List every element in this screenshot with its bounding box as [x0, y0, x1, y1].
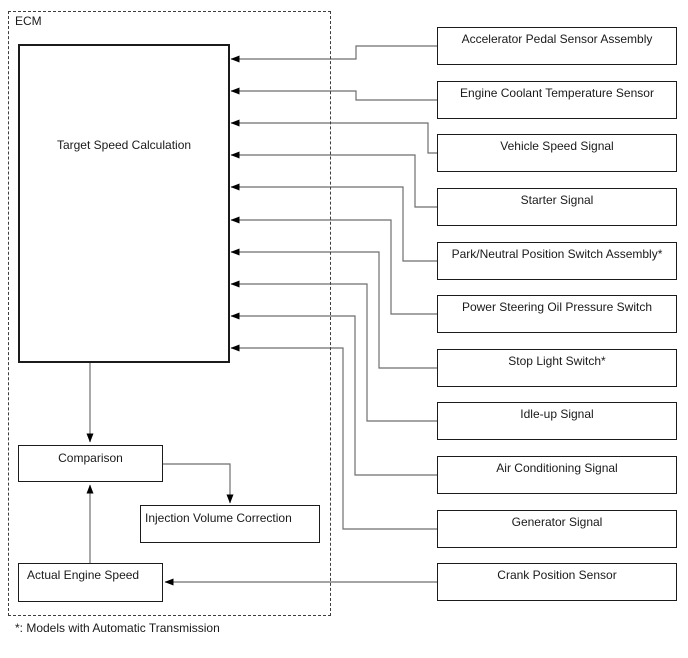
input-box-vehicle-speed-signal: Vehicle Speed Signal [437, 134, 677, 172]
injection-volume-correction-box: Injection Volume Correction [140, 505, 320, 543]
input-box-air-conditioning-signal: Air Conditioning Signal [437, 456, 677, 494]
wire-power-steering-to-target [230, 216, 437, 315]
footnote-automatic-transmission: *: Models with Automatic Transmission [15, 621, 220, 635]
wire-vehicle-speed-to-target [230, 119, 437, 154]
ecm-boundary-box: ECM [8, 11, 331, 616]
input-box-engine-coolant-temperature-sensor: Engine Coolant Temperature Sensor [437, 81, 677, 119]
input-label: Vehicle Speed Signal [500, 139, 614, 153]
actual-engine-speed-box: Actual Engine Speed [18, 563, 163, 602]
wire-coolant-sensor-to-target [230, 87, 437, 101]
input-box-stop-light-switch: Stop Light Switch* [437, 349, 677, 387]
input-label: Starter Signal [520, 193, 594, 207]
wire-stop-light-to-target [230, 248, 437, 369]
input-label: Crank Position Sensor [497, 568, 617, 582]
wire-starter-signal-to-target [230, 151, 437, 208]
input-label: Power Steering Oil Pressure Switch [461, 300, 653, 314]
comparison-box: Comparison [18, 445, 163, 482]
target-speed-calculation-box: Target Speed Calculation [18, 44, 230, 363]
input-box-crank-position-sensor: Crank Position Sensor [437, 563, 677, 601]
wire-accelerator-pedal-to-target [230, 45, 437, 63]
target-speed-calculation-label: Target Speed Calculation [56, 138, 192, 152]
input-box-starter-signal: Starter Signal [437, 188, 677, 226]
actual-engine-speed-label: Actual Engine Speed [27, 568, 140, 582]
wire-air-conditioning-to-target [230, 312, 437, 476]
input-box-power-steering-oil-pressure-switch: Power Steering Oil Pressure Switch [437, 295, 677, 333]
wire-generator-to-target [230, 344, 437, 530]
input-label: Accelerator Pedal Sensor Assembly [461, 32, 653, 46]
wire-park-neutral-to-target [230, 183, 437, 262]
wire-comparison-to-injection [163, 463, 234, 504]
input-box-idle-up-signal: Idle-up Signal [437, 402, 677, 440]
input-label: Engine Coolant Temperature Sensor [460, 86, 654, 100]
input-label: Generator Signal [511, 515, 603, 529]
input-label: Idle-up Signal [520, 407, 594, 421]
injection-volume-correction-label: Injection Volume Correction [145, 511, 292, 525]
input-label: Air Conditioning Signal [496, 461, 618, 475]
wire-idle-up-to-target [230, 280, 437, 422]
input-box-park-neutral-position-switch: Park/Neutral Position Switch Assembly* [437, 242, 677, 280]
comparison-label: Comparison [58, 451, 123, 465]
input-label: Stop Light Switch* [508, 354, 606, 368]
input-box-generator-signal: Generator Signal [437, 510, 677, 548]
input-label: Park/Neutral Position Switch Assembly* [451, 247, 663, 261]
input-box-accelerator-pedal-sensor: Accelerator Pedal Sensor Assembly [437, 27, 677, 65]
ecm-label: ECM [15, 14, 42, 28]
